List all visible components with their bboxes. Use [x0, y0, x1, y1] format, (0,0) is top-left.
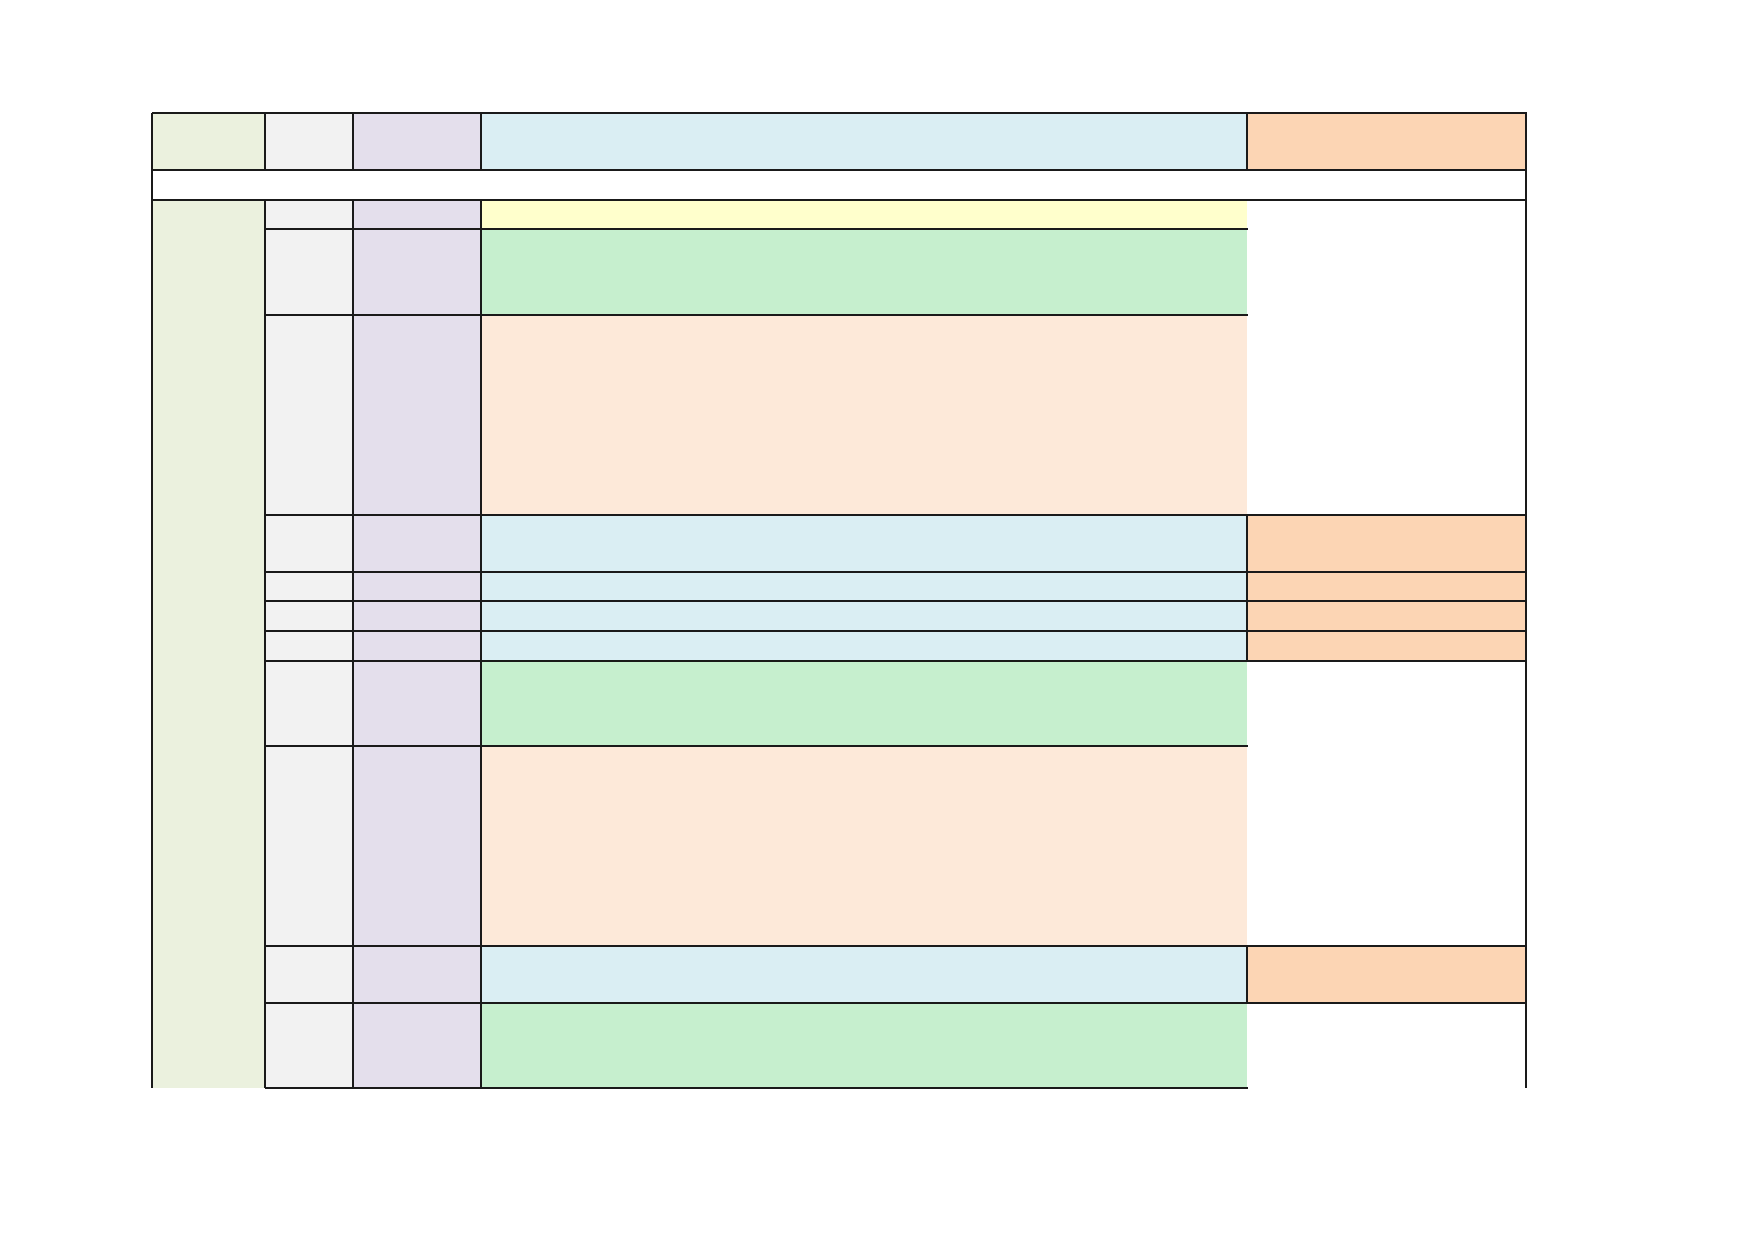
- body-cell: [265, 661, 353, 746]
- body-cell: [265, 601, 353, 631]
- separator-row: [152, 170, 1526, 200]
- body-cell: [1247, 946, 1526, 1003]
- row-border: [265, 1002, 1248, 1004]
- body-cell: [265, 631, 353, 661]
- body-cell: [481, 746, 1247, 946]
- right-cell-border: [1247, 945, 1527, 947]
- column-border: [151, 200, 153, 1088]
- separator-bottom-border: [152, 199, 1527, 201]
- body-cell: [481, 200, 1247, 229]
- right-cell-border: [1247, 571, 1527, 573]
- body-cell: [1247, 601, 1526, 631]
- body-cell: [353, 572, 481, 601]
- body-cell: [481, 946, 1247, 1003]
- body-cell: [265, 946, 353, 1003]
- body-cell: [481, 661, 1247, 746]
- header-column-border: [1246, 113, 1248, 170]
- body-cell: [353, 746, 481, 946]
- row-border: [265, 945, 1248, 947]
- body-cell: [1247, 515, 1526, 572]
- body-cell: [353, 229, 481, 315]
- header-column-border: [480, 113, 482, 170]
- body-cell: [481, 601, 1247, 631]
- body-cell: [481, 631, 1247, 661]
- body-cell: [481, 515, 1247, 572]
- body-cell: [265, 1003, 353, 1088]
- body-cell: [353, 946, 481, 1003]
- separator-border: [1525, 170, 1527, 200]
- body-cell: [265, 572, 353, 601]
- right-cell-border: [1247, 514, 1527, 516]
- row-border: [265, 228, 1248, 230]
- column-border: [264, 200, 266, 1088]
- header-cell: [353, 113, 481, 170]
- body-cell: [353, 315, 481, 515]
- header-column-border: [264, 113, 266, 170]
- body-cell: [481, 572, 1247, 601]
- row-border: [265, 571, 1248, 573]
- right-cell-border: [1247, 660, 1527, 662]
- right-cell-border: [1247, 1002, 1527, 1004]
- column-border: [352, 200, 354, 1088]
- body-cell: [265, 515, 353, 572]
- row-border: [265, 660, 1248, 662]
- body-cell: [265, 229, 353, 315]
- body-cell: [265, 200, 353, 229]
- header-bottom-border: [152, 169, 1527, 171]
- body-cell: [265, 746, 353, 946]
- right-cell-border: [1246, 515, 1248, 572]
- body-cell: [353, 200, 481, 229]
- body-cell: [353, 601, 481, 631]
- body-cell: [481, 1003, 1247, 1088]
- body-cell: [265, 315, 353, 515]
- header-cell: [152, 113, 265, 170]
- row-border: [265, 600, 1248, 602]
- table-bottom-border: [265, 1087, 1248, 1089]
- header-cell: [481, 113, 1247, 170]
- right-cell-border: [1246, 946, 1248, 1003]
- column-border: [1525, 200, 1527, 1088]
- column-border: [480, 200, 482, 1088]
- body-cell: [1247, 631, 1526, 661]
- right-cell-border: [1247, 600, 1527, 602]
- header-column-border: [1525, 113, 1527, 170]
- body-cell: [481, 315, 1247, 515]
- header-cell: [265, 113, 353, 170]
- body-cell: [353, 631, 481, 661]
- right-cell-border: [1246, 631, 1248, 661]
- body-cell: [353, 515, 481, 572]
- row-border: [265, 630, 1248, 632]
- body-cell: [1247, 572, 1526, 601]
- right-cell-border: [1246, 601, 1248, 631]
- header-column-border: [352, 113, 354, 170]
- separator-border: [151, 170, 153, 200]
- section-column-cell: [152, 200, 265, 1088]
- row-border: [265, 514, 1248, 516]
- header-top-border: [152, 112, 1527, 114]
- row-border: [265, 745, 1248, 747]
- body-cell: [353, 1003, 481, 1088]
- right-cell-border: [1246, 572, 1248, 601]
- right-cell-border: [1247, 630, 1527, 632]
- body-cell: [481, 229, 1247, 315]
- header-cell: [1247, 113, 1526, 170]
- body-cell: [353, 661, 481, 746]
- row-border: [265, 314, 1248, 316]
- header-column-border: [151, 113, 153, 170]
